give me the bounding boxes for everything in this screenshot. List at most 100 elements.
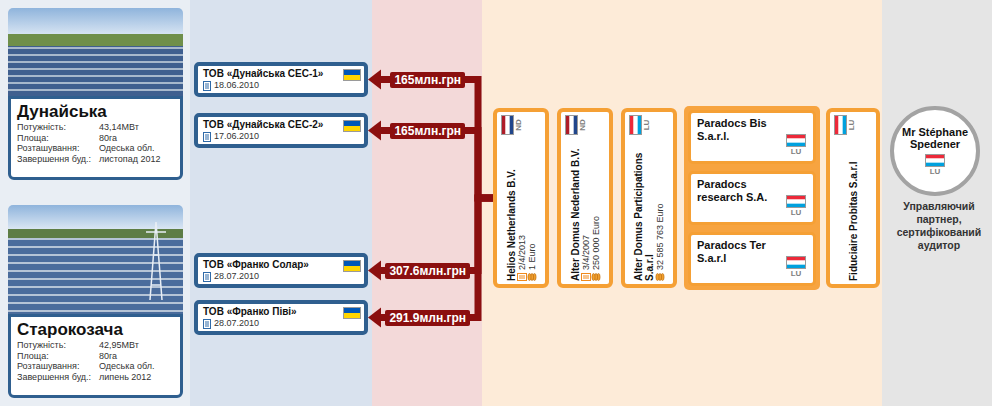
entity-text: Alter Domus Participations S.a.r.l32 585… [625,138,673,284]
registration-date: 28.07.2010 [214,271,259,282]
entity-detail: 250 000 Euro [591,141,601,281]
flag-border [787,196,806,208]
spec-value: липень 2012 [99,372,174,383]
company-name: ТОВ «Франко Піві» [203,306,340,318]
flag-icon [786,195,806,208]
country-flag: LU [830,112,876,138]
entity-detail: 32 585 763 Euro [655,141,665,281]
spec-name: Площа: [17,133,99,144]
band [0,0,190,406]
flag-border [344,121,361,132]
flag-border [787,257,806,269]
photo-panels [8,238,183,318]
country-code: LU [642,120,652,131]
flag-icon [343,69,361,81]
entity-text: Fiduciaire Probitas S.a.r.l [830,138,876,284]
country-flag: LU [625,112,673,138]
flag-icon [501,115,514,135]
document-icon [203,81,211,91]
rotated-content: Fiduciaire Probitas S.a.r.l LU [830,112,876,284]
entity-detail: 2/4/2013 [517,141,527,281]
flag-stripe [505,115,510,135]
spec-name: Розташування: [17,361,99,372]
company-box: ТОВ «Дунайська СЕС-2»17.06.2010 [194,113,368,148]
amount-label: 165млн.грн [390,72,465,88]
spec-name: Потужність: [17,122,99,133]
document-line [205,136,209,137]
document-line [583,275,584,279]
flag-border [502,116,514,135]
document-icon [203,319,211,329]
holding-box: Alter Domus Nederland B.V.3/4/2007250 00… [557,108,613,288]
registration-date: 28.07.2010 [214,318,259,329]
document-line [519,275,520,279]
document-sheet [204,81,211,90]
coin-icon [655,273,665,281]
entity-detail-text: 250 000 Euro [591,216,601,270]
site-title: Старокозача [17,320,174,340]
document-icon [517,273,527,281]
rotated-content: Alter Domus Nederland B.V.3/4/2007250 00… [561,112,609,284]
flag [343,260,361,272]
flag-border [835,116,847,135]
country-code: LU [791,269,802,279]
band [190,0,372,406]
flag-stripe [786,138,806,143]
document-icon [203,272,211,282]
plant-card: ДунайськаПотужність:43,14МВтПлоща:80гаРо… [8,96,183,180]
entity-detail: 3/4/2007 [581,141,591,281]
document-line [205,323,209,324]
entity-name: Alter Domus Nederland B.V. [570,141,581,281]
plant-card: СтарокозачаПотужність:42,95МВтПлоща:80га… [8,314,183,398]
flag-icon [786,134,806,147]
company-box: ТОВ «Франко Піві»28.07.2010 [194,300,368,335]
spec-value: 43,14МВт [99,122,174,133]
flag-border [630,116,642,135]
document-line [523,275,524,279]
entity-text: Paradocs Bis S.a.r.l. [697,117,783,157]
site-title: Дунайська [17,102,174,122]
flag-border [344,70,361,81]
flag-stripe [786,260,806,265]
holding-box: Alter Domus Participations S.a.r.l32 585… [621,108,677,288]
flag [343,307,361,319]
company-name: ТОВ «Дунайська СЕС-2» [203,119,340,131]
document-sheet [204,132,211,141]
amount-label: 307.6млн.грн [385,263,470,279]
holding-box: Paradocs Ter S.a.r.lLU [688,232,816,286]
spec-table: Потужність:42,95МВтПлоща:80гаРозташуванн… [17,340,174,382]
entity-text: Helios Netherlands B.V.2/4/20131 Euro [497,138,545,284]
entity-detail-text: 2/4/2013 [517,235,527,270]
document-line [205,87,209,88]
flag-border [344,261,361,272]
country-code: LU [930,167,941,177]
coin [591,274,594,281]
document-sheet [204,319,211,328]
registration-date: 18.06.2010 [214,80,259,91]
entity-detail-text: 32 585 763 Euro [655,203,665,270]
entity-name: Alter Domus Participations S.a.r.l [633,141,655,281]
document-sheet [204,272,211,281]
flag-icon [343,307,361,319]
entity-name: Paradocs Ter S.a.r.l [697,239,783,265]
country-code: LU [791,208,802,218]
spec-name: Завершення буд.: [17,154,99,165]
flag-border [926,154,945,166]
pylon [146,222,166,300]
flag-stripe [569,115,574,135]
band [482,0,882,406]
company-name: ТОВ «Дунайська СЕС-1» [203,68,340,80]
date-line: 18.06.2010 [203,80,340,91]
spec-value: 42,95МВт [99,340,174,351]
spec-value: 80га [99,133,174,144]
document-line [587,275,588,279]
entity-text: Paradocs research S.A. [697,178,783,218]
entity-text: Alter Domus Nederland B.V.3/4/2007250 00… [561,138,609,284]
flag [343,120,361,132]
document-line [205,325,209,326]
entity-name: Fiduciaire Probitas S.a.r.l [848,141,859,281]
flag-icon [343,260,361,272]
